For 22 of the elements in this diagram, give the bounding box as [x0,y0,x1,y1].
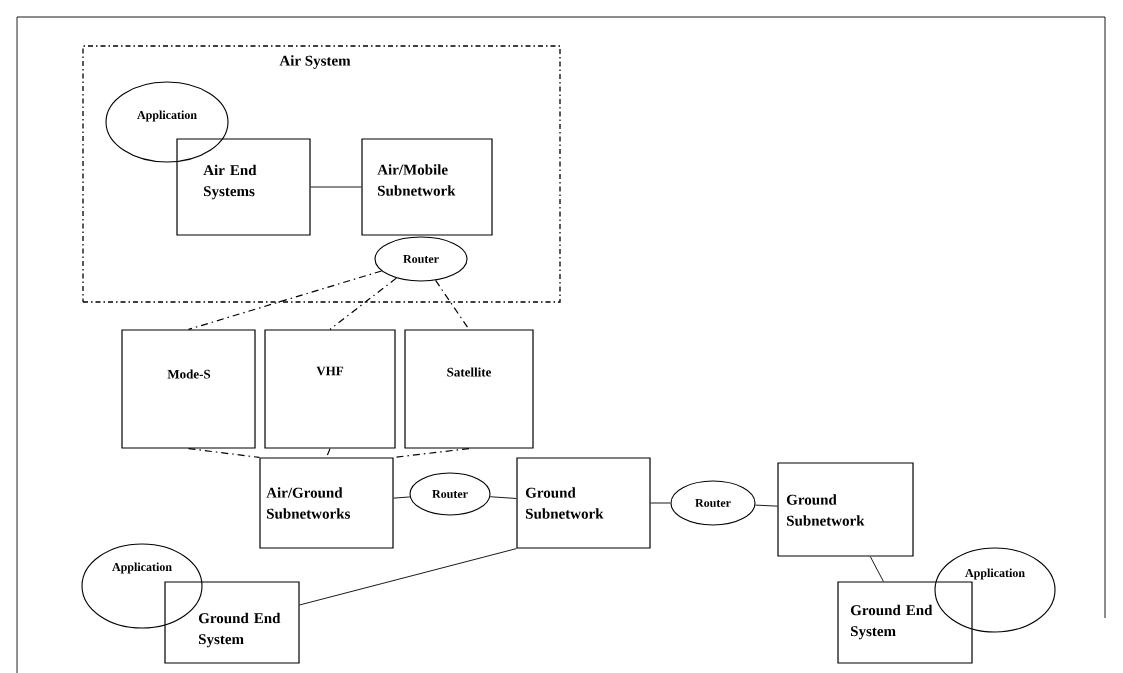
subnetwork-box: VHF [264,329,396,449]
connector-line [393,496,411,499]
connector-line [310,186,362,188]
connector-line [435,279,470,330]
connector-line [754,504,778,507]
subnetwork-box: Satellite [404,329,534,449]
connector-line [299,548,517,606]
system-box: Ground End System [164,581,300,664]
subnetwork-box: Ground Subnetwork [777,462,914,557]
system-box: Air End Systems [176,138,311,236]
connector-line [329,277,397,330]
connector-line [869,556,884,582]
subnetwork-box: Air/Mobile Subnetwork [361,138,493,236]
subnetwork-box: Mode-S [121,329,256,449]
system-box: Ground End System [837,581,973,664]
connector-line [325,448,331,458]
connector-line [650,502,671,504]
connector-line [187,270,383,330]
connector-line [187,448,260,458]
subnetwork-box: Ground Subnetwork [516,457,651,549]
connector-line [489,496,517,499]
subnetwork-box: Air/Ground Subnetworks [259,457,394,549]
